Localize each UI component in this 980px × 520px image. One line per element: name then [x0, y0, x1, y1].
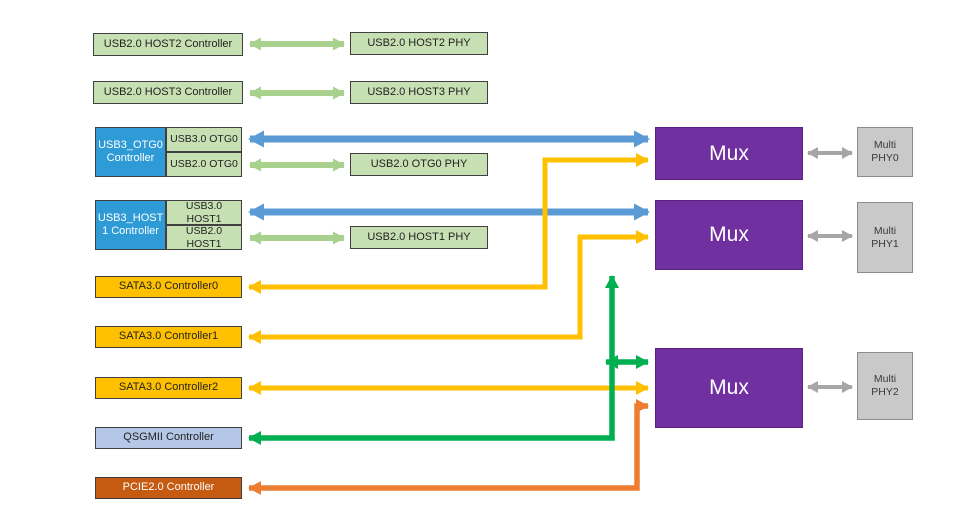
multi-phy1-line2: PHY1 [871, 237, 899, 250]
node-usb3-host1: USB3.0 HOST1 [166, 200, 242, 225]
multi-phy0-line2: PHY0 [871, 152, 899, 164]
node-usb3-otg0: USB3.0 OTG0 [166, 127, 242, 152]
arrow-sata0-mux0 [248, 153, 649, 294]
node-sata2-controller: SATA3.0 Controller2 [95, 377, 242, 399]
node-sata1-controller: SATA3.0 Controller1 [95, 326, 242, 348]
multi-phy2-line1: Multi [873, 373, 897, 386]
node-multi-phy2: Multi PHY2 [857, 352, 913, 420]
node-usb2-host1-phy: USB2.0 HOST1 PHY [350, 226, 488, 249]
node-mux2: Mux [655, 348, 803, 428]
node-pcie-controller: PCIE2.0 Controller [95, 477, 242, 499]
multi-phy2-line2: PHY2 [871, 386, 899, 398]
node-mux1: Mux [655, 200, 803, 270]
node-usb2-otg0: USB2.0 OTG0 [166, 152, 242, 177]
multi-phy1-line1: Multi [873, 224, 897, 237]
node-usb2-host2-controller: USB2.0 HOST2 Controller [93, 33, 243, 56]
node-mux0: Mux [655, 127, 803, 180]
node-usb2-host3-controller: USB2.0 HOST3 Controller [93, 81, 243, 104]
node-sata0-controller: SATA3.0 Controller0 [95, 276, 242, 298]
node-multi-phy1: Multi PHY1 [857, 202, 913, 273]
arrow-pcie-mux2 [248, 399, 649, 495]
node-usb2-host2-phy: USB2.0 HOST2 PHY [350, 32, 488, 55]
arrow-qsgmii-mux1 [248, 275, 619, 445]
node-usb3-otg0-controller: USB3_OTG0 Controller [95, 127, 166, 177]
node-usb2-host1: USB2.0 HOST1 [166, 225, 242, 250]
node-usb2-otg0-phy: USB2.0 OTG0 PHY [350, 153, 488, 176]
node-usb3-host1-controller: USB3_HOST 1 Controller [95, 200, 166, 250]
node-multi-phy0: Multi PHY0 [857, 127, 913, 177]
multi-phy0-line1: Multi [873, 139, 897, 152]
node-qsgmii-controller: QSGMII Controller [95, 427, 242, 449]
node-usb2-host3-phy: USB2.0 HOST3 PHY [350, 81, 488, 104]
